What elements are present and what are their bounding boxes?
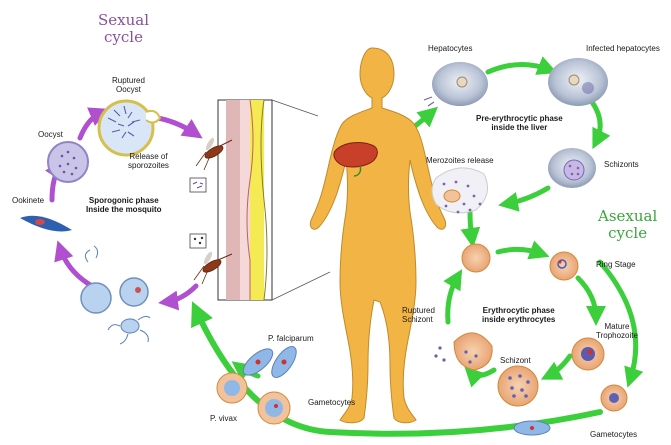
ruptured-oocyst-line2: Oocyst [112,85,145,94]
schizont-liver-icon [548,148,596,188]
arrow-gametes-to-ookinete [60,248,92,286]
pre-erythrocytic-phase-label: Pre-erythrocytic phase inside the liver [476,114,563,132]
ruptured-schizont-label: Ruptured Schizont [402,306,435,324]
mature-trophozoite-label: Mature Trophozoite [596,322,638,340]
sporozoite-inset-top [190,178,206,192]
arrow-ruptured-to-rbc [448,276,458,322]
trophozoite-icon [572,338,604,370]
gametocyte-rbc-icon [601,385,627,411]
sexual-cycle-title-line1: Sexual [98,12,149,29]
arrow-infected-to-schizonts [592,102,600,142]
mature-line1: Mature [596,322,638,331]
sexual-cycle-title: Sexual cycle [98,12,149,45]
arrow-trophozoite-to-schizont [548,356,570,376]
asexual-cycle-title-line1: Asexual [598,208,657,225]
ring-stage-label: Ring Stage [596,260,636,269]
sporogonic-line1: Sporogonic phase [86,196,162,205]
rbc-merozoite-icon [462,244,490,272]
sexual-cycle-title-line2: cycle [98,29,149,46]
human-body [310,48,445,423]
ruptured-schizont-line2: Schizont [402,315,435,324]
skin-cross-section [218,100,330,300]
arrow-hepatocytes-to-infected [488,64,550,72]
gametocyte-banana-icon [514,421,550,435]
arrow-ring-to-trophozoite [578,278,596,318]
p-falciparum-gametocytes-icon [239,343,301,382]
schizonts-label: Schizonts [604,160,639,169]
erythrocytic-line1: Erythrocytic phase [482,306,555,315]
ookinete-icon [20,216,72,232]
sporogonic-phase-label: Sporogonic phase Inside the mosquito [86,196,162,214]
arrow-rbc-to-ring [498,249,542,254]
arrow-merozoites-to-rbc [470,212,472,240]
release-line2: sporozoites [128,161,169,170]
asexual-cycle-title-line2: cycle [598,225,657,242]
mature-line2: Trophozoite [596,331,638,340]
asexual-cycle-title: Asexual cycle [598,208,657,241]
ookinete-label: Ookinete [12,196,44,205]
arrow-mosquito-to-gametes [166,286,196,302]
ruptured-oocyst-label: Ruptured Oocyst [112,76,145,94]
ruptured-schizont-line1: Ruptured [402,306,435,315]
oocyst-icon [48,142,88,182]
oocyst-label: Oocyst [38,130,63,139]
gametocyte-inset-bottom [190,234,206,248]
gametocytes-right-label: Gametocytes [590,430,637,439]
p-vivax-label: P. vivax [210,414,237,423]
erythrocytic-line2: inside erythrocytes [482,315,555,324]
pre-erythrocytic-line2: inside the liver [476,123,563,132]
ring-stage-icon [550,252,578,280]
erythrocytic-phase-label: Erythrocytic phase inside erythrocytes [482,306,555,324]
merozoites-release-label: Merozoites release [426,156,494,165]
schizont-label: Schizont [500,356,531,365]
release-sporozoites-label: Release of sporozoites [128,152,169,170]
schizont-rbc-icon [498,366,538,406]
ruptured-oocyst-line1: Ruptured [112,76,145,85]
ruptured-schizont-icon [434,333,492,370]
merozoite-cluster-icon [432,168,488,214]
p-falciparum-label: P. falciparum [268,334,314,343]
gametes-icon [81,246,150,344]
hepatocytes-label: Hepatocytes [428,44,472,53]
infected-hepatocytes-label: Infected hepatocytes [586,44,660,53]
ruptured-oocyst-icon [99,101,160,155]
arrow-ring-to-gametocyte [600,262,636,380]
gametocytes-label: Gametocytes [308,398,355,407]
arrow-schizonts-to-merozoites [506,188,548,204]
pre-erythrocytic-line1: Pre-erythrocytic phase [476,114,563,123]
infected-hepatocyte-icon [548,58,608,106]
release-line1: Release of [128,152,169,161]
arrow-schizont-to-ruptured [470,370,494,376]
arrow-ruptured-to-mosquito [158,118,196,134]
hepatocyte-icon [424,62,488,106]
sporogonic-line2: Inside the mosquito [86,205,162,214]
